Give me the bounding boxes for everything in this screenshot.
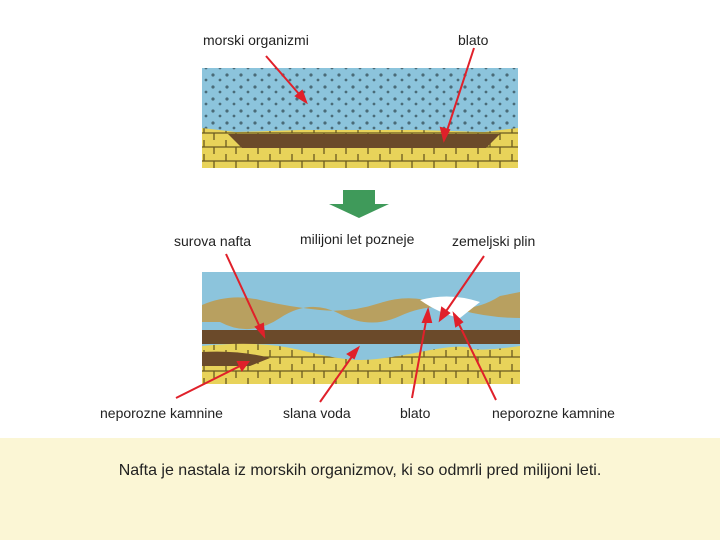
before-panel bbox=[202, 68, 518, 168]
label-salt-water: slana voda bbox=[283, 405, 351, 421]
label-mud-top: blato bbox=[458, 32, 488, 48]
after-panel bbox=[202, 272, 520, 384]
label-mud-bottom: blato bbox=[400, 405, 430, 421]
down-arrow-icon bbox=[329, 190, 389, 218]
mud-layer-top bbox=[228, 134, 500, 148]
label-natural-gas: zemeljski plin bbox=[452, 233, 535, 249]
label-nonporous-rock-right: neporozne kamnine bbox=[492, 405, 615, 421]
caption-band bbox=[0, 438, 720, 540]
label-millions-years-later: milijoni let pozneje bbox=[300, 231, 414, 247]
label-crude-oil: surova nafta bbox=[174, 233, 251, 249]
label-marine-organisms: morski organizmi bbox=[203, 32, 309, 48]
caption-text: Nafta je nastala iz morskih organizmov, … bbox=[0, 462, 720, 480]
marine-organisms bbox=[202, 68, 518, 140]
mud-band bbox=[202, 330, 520, 344]
label-nonporous-rock-left: neporozne kamnine bbox=[100, 405, 223, 421]
